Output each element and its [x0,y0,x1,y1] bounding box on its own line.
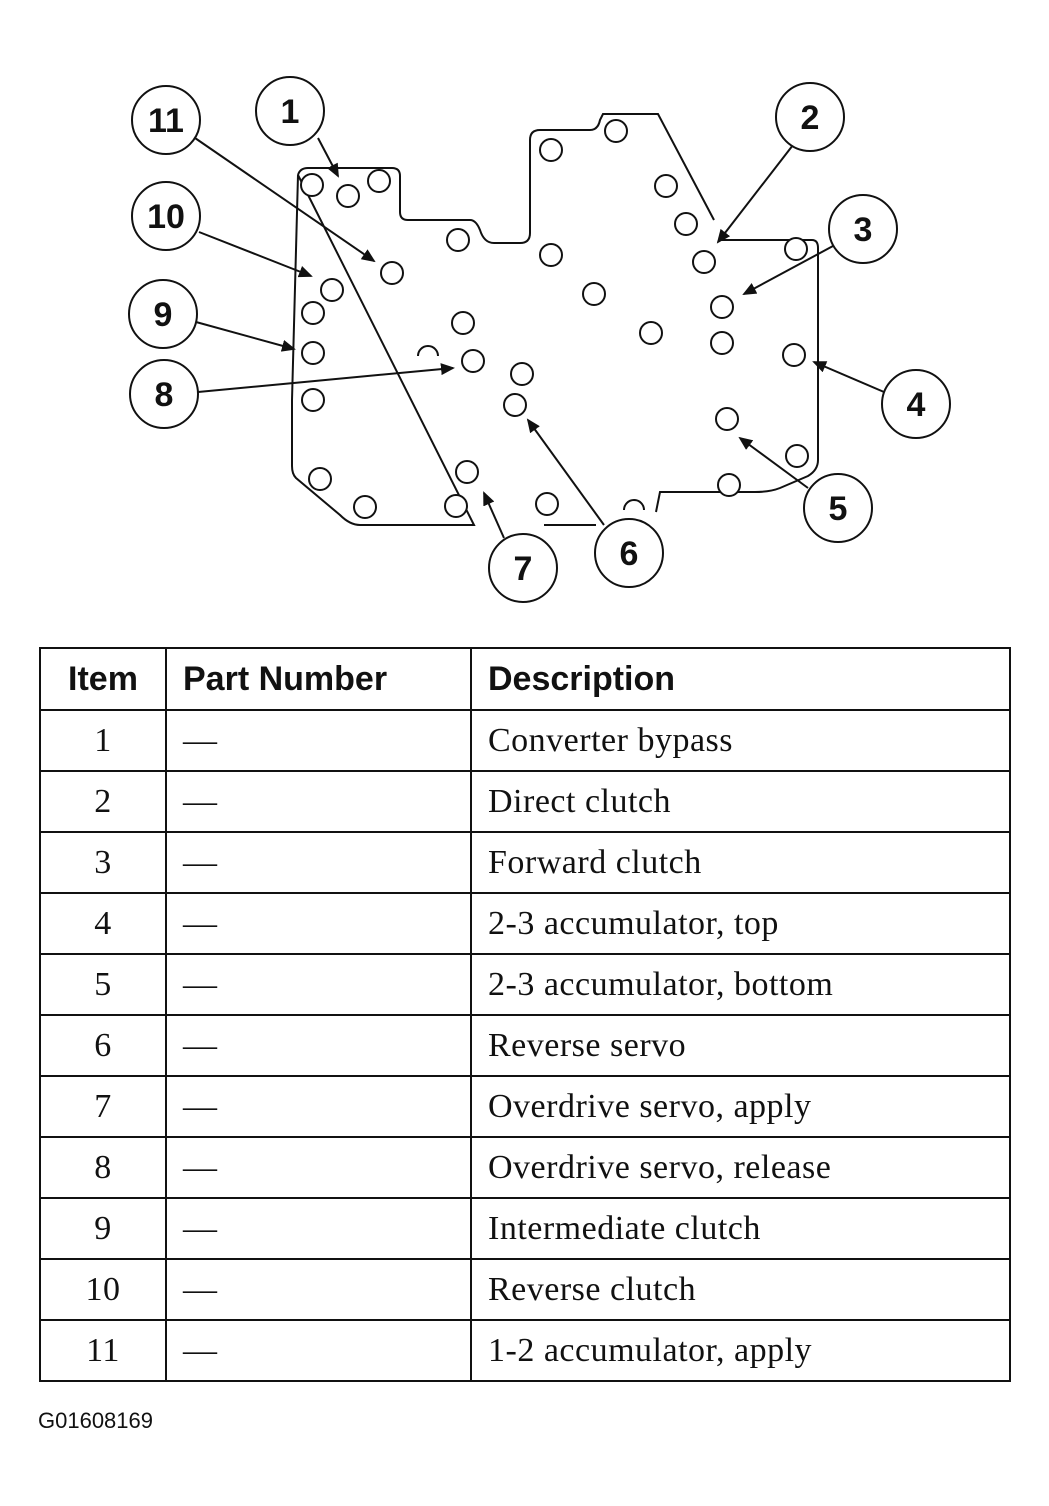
row-part-number: — [165,1075,472,1138]
row-part-number: — [165,1136,472,1199]
row-part-number: — [165,770,472,833]
callout-8: 8 [155,376,174,414]
header-item: Item [39,647,167,711]
callout-7: 7 [514,550,533,588]
table-row: 9 — Intermediate clutch [39,1197,1011,1260]
table-row: 1 — Converter bypass [39,709,1011,772]
valve-body-svg: 1 2 3 4 5 6 7 8 9 10 11 [128,76,951,603]
row-description: 1-2 accumulator, apply [470,1319,1011,1382]
parts-table: Item Part Number Description 1 — Convert… [39,647,1011,1382]
table-row: 3 — Forward clutch [39,831,1011,894]
row-item: 4 [39,892,167,955]
callout-6: 6 [620,535,639,573]
valve-holes [300,119,809,519]
table-header-row: Item Part Number Description [39,647,1011,711]
row-part-number: — [165,1258,472,1321]
row-description: 2-3 accumulator, bottom [470,953,1011,1016]
callout-labels: 1 2 3 4 5 6 7 8 9 10 11 [147,93,925,588]
table-row: 5 — 2-3 accumulator, bottom [39,953,1011,1016]
figure-id: G01608169 [38,1408,153,1433]
table-row: 7 — Overdrive servo, apply [39,1075,1011,1138]
plate-outline [291,113,819,526]
callout-1: 1 [281,93,300,131]
row-item: 5 [39,953,167,1016]
callout-3: 3 [854,211,873,249]
row-description: Direct clutch [470,770,1011,833]
callout-11: 11 [148,102,184,140]
row-item: 11 [39,1319,167,1382]
row-item: 7 [39,1075,167,1138]
row-description: Overdrive servo, apply [470,1075,1011,1138]
callout-4: 4 [907,386,926,424]
row-part-number: — [165,1014,472,1077]
callout-10: 10 [147,198,185,236]
row-item: 3 [39,831,167,894]
row-part-number: — [165,709,472,772]
row-item: 10 [39,1258,167,1321]
header-part-number: Part Number [165,647,472,711]
table-row: 6 — Reverse servo [39,1014,1011,1077]
row-description: Intermediate clutch [470,1197,1011,1260]
row-description: Reverse clutch [470,1258,1011,1321]
row-part-number: — [165,1319,472,1382]
row-description: Converter bypass [470,709,1011,772]
row-item: 1 [39,709,167,772]
row-description: 2-3 accumulator, top [470,892,1011,955]
row-item: 6 [39,1014,167,1077]
row-part-number: — [165,892,472,955]
table-row: 2 — Direct clutch [39,770,1011,833]
table-row: 11 — 1-2 accumulator, apply [39,1319,1011,1382]
row-item: 9 [39,1197,167,1260]
valve-body-diagram: 1 2 3 4 5 6 7 8 9 10 11 [0,0,1049,640]
callout-bubbles [128,76,951,603]
callout-9: 9 [154,296,173,334]
table-row: 10 — Reverse clutch [39,1258,1011,1321]
row-item: 2 [39,770,167,833]
leader-lines [194,137,885,539]
row-part-number: — [165,1197,472,1260]
half-hole-bottom [623,499,645,511]
header-description: Description [470,647,1011,711]
row-description: Forward clutch [470,831,1011,894]
table-row: 8 — Overdrive servo, release [39,1136,1011,1199]
row-description: Overdrive servo, release [470,1136,1011,1199]
table-row: 4 — 2-3 accumulator, top [39,892,1011,955]
callout-2: 2 [801,99,820,137]
row-item: 8 [39,1136,167,1199]
row-part-number: — [165,953,472,1016]
callout-5: 5 [829,490,848,528]
row-description: Reverse servo [470,1014,1011,1077]
row-part-number: — [165,831,472,894]
half-hole-top [417,345,439,357]
